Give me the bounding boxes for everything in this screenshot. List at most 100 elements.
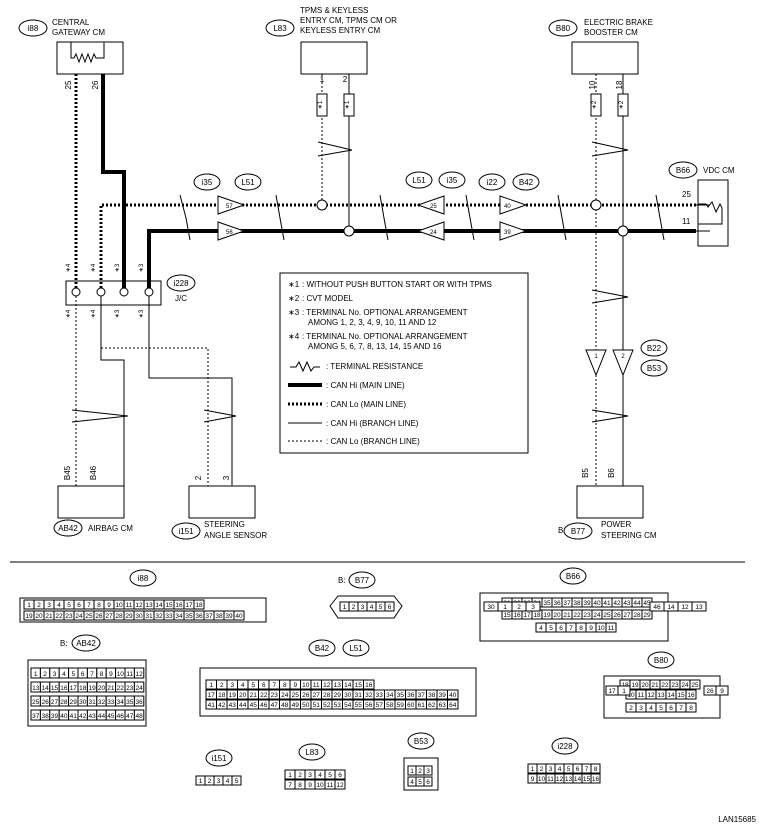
pin-cell-B42_L51 [363,679,375,690]
pin-number-L83: 6 [338,772,342,779]
pin-number-B66: 16 [513,612,521,619]
pin-number-B42_L51: 50 [302,702,310,709]
pin-number-AB42: 3 [53,671,57,678]
pin-11: 11 [682,217,691,226]
pin-number-i228: 15 [583,776,591,783]
pin-number-B42_L51: 26 [302,692,310,699]
pin-number-B42_L51: 32 [365,692,373,699]
module-name-line1: STEERING [204,520,245,529]
pin-number-i88: 36 [195,613,203,620]
face-prefix-AB42: B: [60,639,68,648]
pin-number-B66: 21 [563,612,571,619]
pin-number-B66: 12 [681,604,689,611]
legend-resistance: : TERMINAL RESISTANCE [326,362,423,371]
pin-number-i228: 13 [565,776,573,783]
pin-number-AB42: 38 [41,713,49,720]
pin-cell-B66 [641,609,653,620]
pin-number-B66: 28 [633,612,641,619]
pin-number-B42_L51: 36 [407,692,415,699]
pin-number-AB42: 14 [41,685,49,692]
pin-number-i88: 23 [65,613,73,620]
tag-B66: B66 [676,166,691,175]
pin-cell-B80 [685,702,697,713]
pin-number-B80: 22 [661,682,669,689]
pin-number-B66: 13 [695,604,703,611]
pin-57: 57 [226,204,233,210]
pin-number-i88: 4 [57,602,61,609]
pin-B5: B5 [581,468,590,478]
legend-note-3b: AMONG 1, 2, 3, 4, 9, 10, 11 AND 12 [308,318,437,327]
legend-note-4-mark: ∗4 [288,332,300,341]
pin-2: 2 [343,75,348,84]
pin-number-AB42: 27 [51,699,59,706]
pin-number-B42_L51: 17 [208,692,216,699]
pin-number-L83: 12 [336,782,344,789]
pin-number-B42_L51: 2 [220,682,224,689]
pin-number-B77: 4 [370,604,374,611]
pin-number-B53: 6 [426,779,430,786]
mark-2b: ∗2 [619,100,625,109]
pin-40: 40 [504,204,511,210]
pin-number-i88: 18 [195,602,203,609]
pin-number-B53: 1 [410,768,414,775]
pin-number-B66: 39 [583,600,591,607]
tag-i35-b: i35 [447,176,458,185]
pin-number-B80: 17 [608,688,616,695]
module-name-line2: BOOSTER CM [584,28,638,37]
pin-1: 1 [594,354,598,360]
inline-connectors: i35 L51 57 56 L51 i35 25 24 i22 B42 40 3… [193,171,668,377]
pin-number-i88: 10 [115,602,123,609]
pin-number-B80: 26 [706,688,714,695]
module-name-line2: ANGLE SENSOR [204,531,267,540]
mark-4a: ∗4 [66,263,72,272]
pin-number-AB42: 29 [70,699,78,706]
pin-number-AB42: 21 [107,685,115,692]
pin-number-i228: 2 [540,766,544,773]
pin-number-L83: 9 [308,782,312,789]
pin-number-B66: 27 [623,612,631,619]
pin-number-B42_L51: 9 [293,682,297,689]
pin-cell-i88 [193,599,205,610]
pin-number-B66: 6 [559,625,563,632]
pin-B46: B46 [89,465,98,480]
pin-number-B66: 44 [633,600,641,607]
pin-number-B66: 1 [503,604,507,611]
pin-cell-B80 [715,685,729,696]
pin-B45: B45 [63,465,72,480]
pin-number-B42_L51: 13 [334,682,342,689]
pin-number-i88: 20 [35,613,43,620]
pin-number-i88: 29 [125,613,133,620]
legend-can-hi-branch: : CAN Hi (BRANCH LINE) [326,419,419,428]
pin-number-B66: 14 [667,604,675,611]
pin-number-i151: 2 [208,778,212,785]
pin-number-B42_L51: 43 [229,702,237,709]
face-label-B80: B80 [654,656,669,665]
pin-B6: B6 [607,468,616,478]
pin-cell-AB42 [133,695,145,707]
pin-number-i88: 22 [55,613,63,620]
face-label-AB42: AB42 [76,639,96,648]
pin-number-B80: 6 [669,705,673,712]
pin-number-i88: 39 [225,613,233,620]
pin-18: 18 [615,80,624,89]
module-AB42: B: AB42 AIRBAG CM B45 B46 [53,465,133,537]
pin-number-B66: 2 [517,604,521,611]
pin-number-B66: 19 [543,612,551,619]
face-label-L83: L83 [305,748,319,757]
pin-number-B80: 3 [639,705,643,712]
pin-number-B80: 9 [720,688,724,695]
pin-number-AB42: 8 [100,671,104,678]
pin-number-B42_L51: 34 [386,692,394,699]
connector-faces: i88 B: B77 B66 B: AB42 B42 L51 B80 i151 … [19,567,729,791]
pin-number-AB42: 35 [126,699,134,706]
pin-number-B66: 45 [643,600,651,607]
pin-cell-B66 [525,601,541,612]
pin-number-AB42: 16 [60,685,68,692]
legend-note-4b: AMONG 5, 6, 7, 8, 13, 14, 15 AND 16 [308,342,442,351]
module-i88: i88 CENTRAL GATEWAY CM 25 26 [18,18,124,89]
pin-number-AB42: 45 [107,713,115,720]
pin-cell-B77 [384,601,395,612]
pin-number-B53: 5 [418,779,422,786]
pin-number-AB42: 23 [126,685,134,692]
pin-number-AB42: 32 [98,699,106,706]
